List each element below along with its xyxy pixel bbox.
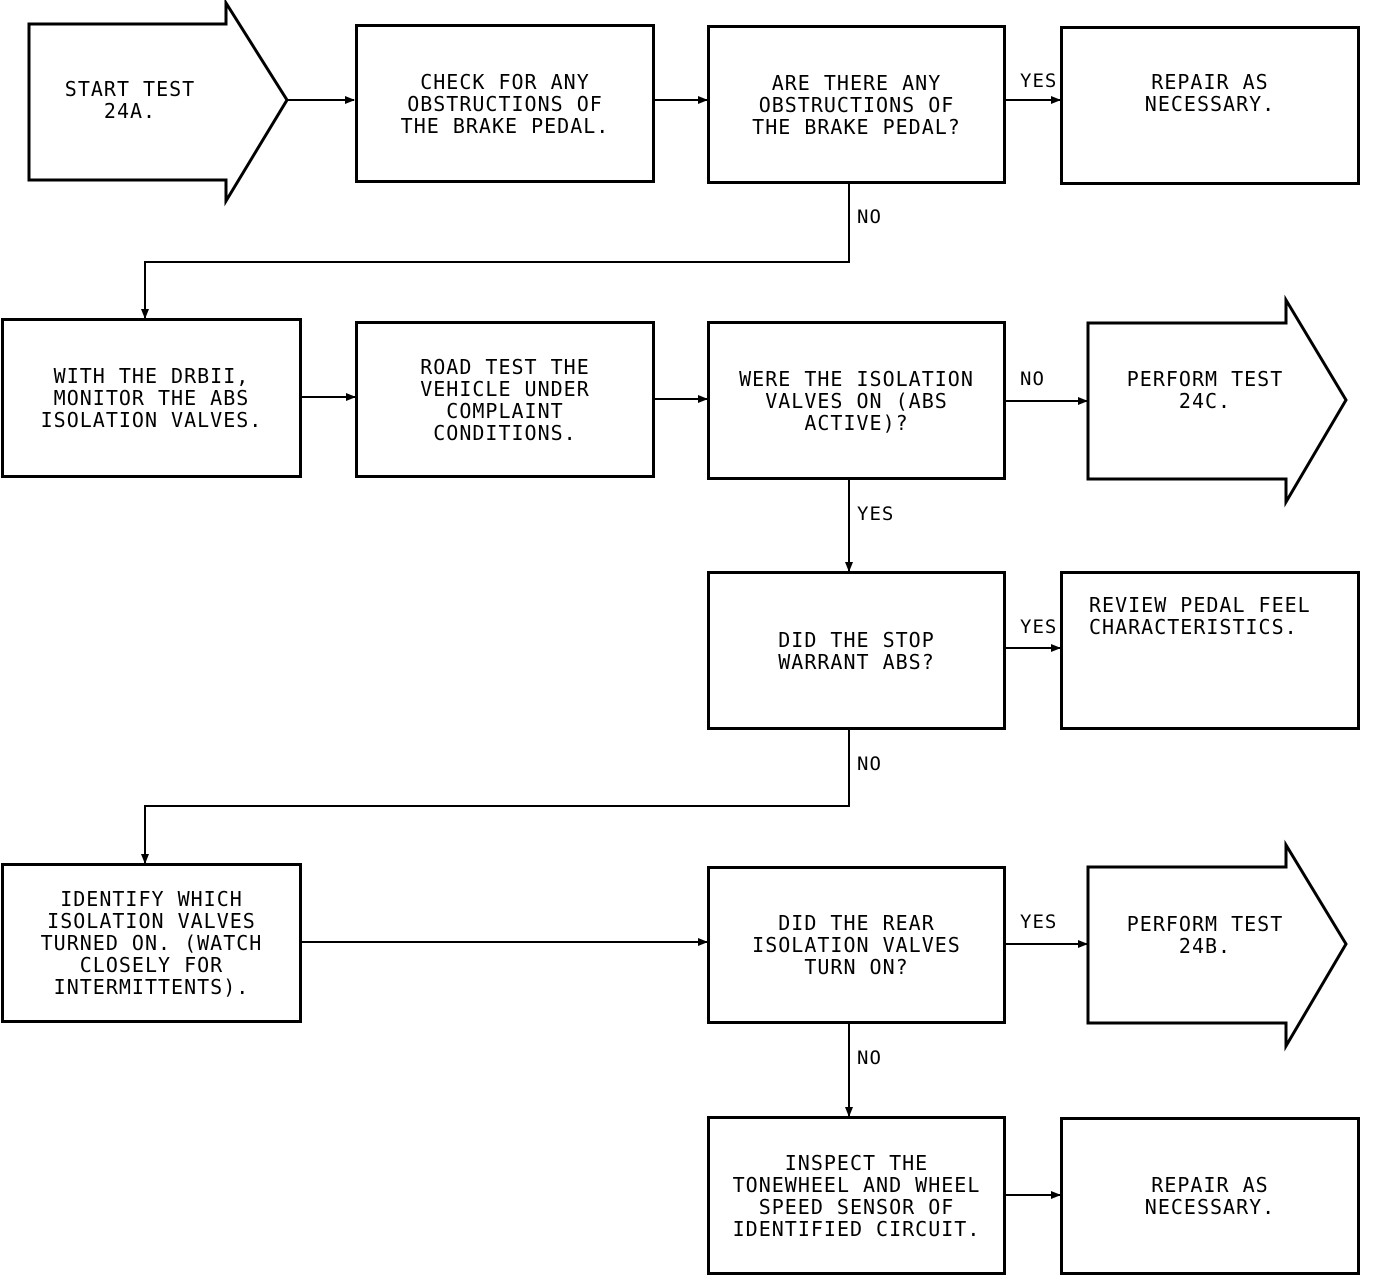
label-warrant-no: NO xyxy=(857,753,882,775)
start-arrow-shape xyxy=(27,0,289,207)
obstructions-question-box: ARE THERE ANY OBSTRUCTIONS OF THE BRAKE … xyxy=(707,25,1006,184)
perform-24c-arrow-shape xyxy=(1086,294,1348,508)
edge-warrant-no xyxy=(141,730,850,864)
identify-isolation-valves-box: IDENTIFY WHICH ISOLATION VALVES TURNED O… xyxy=(1,863,302,1023)
label-valves-on-no: NO xyxy=(1020,368,1045,390)
label-warrant-yes: YES xyxy=(1020,616,1058,638)
inspect-tonewheel-box: INSPECT THE TONEWHEEL AND WHEEL SPEED SE… xyxy=(707,1116,1006,1275)
start-test-arrow: START TEST 24A. xyxy=(64,77,196,123)
monitor-isolation-valves-box: WITH THE DRBII, MONITOR THE ABS ISOLATIO… xyxy=(1,318,302,478)
check-obstructions-box: CHECK FOR ANY OBSTRUCTIONS OF THE BRAKE … xyxy=(355,24,655,183)
perform-test-24b-arrow: PERFORM TEST 24B. xyxy=(1126,912,1284,958)
repair-as-necessary-box-1: REPAIR AS NECESSARY. xyxy=(1060,26,1360,185)
road-test-box: ROAD TEST THE VEHICLE UNDER COMPLAINT CO… xyxy=(355,321,655,478)
label-valves-on-yes: YES xyxy=(857,503,895,525)
perform-24b-arrow-shape xyxy=(1086,839,1348,1052)
review-pedal-feel-box: REVIEW PEDAL FEEL CHARACTERISTICS. xyxy=(1060,571,1360,730)
label-obstructions-yes: YES xyxy=(1020,70,1058,92)
label-rear-no: NO xyxy=(857,1047,882,1069)
edge-obstructions-no xyxy=(141,184,850,319)
label-obstructions-no: NO xyxy=(857,206,882,228)
perform-test-24c-arrow: PERFORM TEST 24C. xyxy=(1126,367,1284,413)
stop-warrant-abs-question-box: DID THE STOP WARRANT ABS? xyxy=(707,571,1006,730)
rear-isolation-valves-question-box: DID THE REAR ISOLATION VALVES TURN ON? xyxy=(707,866,1006,1024)
isolation-valves-on-question-box: WERE THE ISOLATION VALVES ON (ABS ACTIVE… xyxy=(707,321,1006,480)
repair-as-necessary-box-2: REPAIR AS NECESSARY. xyxy=(1060,1117,1360,1275)
label-rear-yes: YES xyxy=(1020,911,1058,933)
